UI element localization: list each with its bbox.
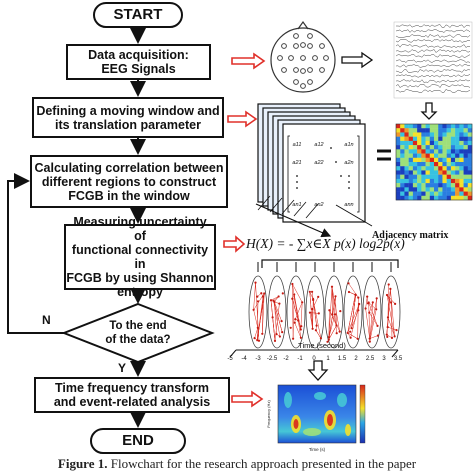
step-data-acquisition: Data acquisition: EEG Signals	[66, 44, 211, 80]
step1-line2: EEG Signals	[88, 62, 189, 76]
caption-label: Figure 1.	[58, 456, 108, 471]
figure-caption: Figure 1. Flowchart for the research app…	[0, 456, 474, 472]
formula-text: H(X) = - ∑x∈X p(x) log2p(x)	[246, 236, 405, 251]
no-label: N	[42, 313, 51, 327]
caption-text: Flowchart for the research approach pres…	[111, 456, 416, 471]
step4-line1: Measuring uncertainty of	[66, 215, 214, 243]
end-label: END	[122, 433, 154, 450]
red-arrow-step5	[232, 392, 262, 406]
step2-line2: its translation parameter	[36, 118, 219, 132]
shannon-entropy-formula: H(X) = - ∑x∈X p(x) log2p(x)	[246, 236, 405, 252]
red-arrows	[224, 54, 264, 406]
decision-text-line2: of the data?	[105, 334, 170, 346]
step1-line1: Data acquisition:	[88, 48, 189, 62]
start-label: START	[114, 7, 163, 24]
step-shannon-entropy: Measuring uncertainty of functional conn…	[64, 224, 216, 290]
red-arrow-step2	[228, 112, 256, 126]
step4-line2: functional connectivity in	[66, 243, 214, 271]
step5-line1: Time frequency transform	[54, 381, 210, 395]
red-arrow-step1	[232, 54, 264, 68]
step3-line2: different regions to construct	[35, 175, 224, 189]
step-calculate-correlation: Calculating correlation between differen…	[30, 155, 228, 208]
end-terminal: END	[90, 428, 186, 454]
step-moving-window: Defining a moving window and its transla…	[32, 97, 224, 138]
decision-text-line1: To the end	[109, 320, 166, 332]
step4-line3: FCGB by using Shannon	[66, 271, 214, 285]
start-terminal: START	[93, 2, 183, 28]
yes-label: Y	[118, 361, 126, 375]
step3-line3: FCGB in the window	[35, 189, 224, 203]
step2-line1: Defining a moving window and	[36, 104, 219, 118]
red-arrow-step4	[224, 237, 244, 251]
decision-diamond	[64, 304, 212, 362]
step4-line4: entropy	[66, 285, 214, 299]
step-time-frequency: Time frequency transform and event-relat…	[34, 377, 230, 413]
step5-line2: and event-related analysis	[54, 395, 210, 409]
step3-line1: Calculating correlation between	[35, 161, 224, 175]
